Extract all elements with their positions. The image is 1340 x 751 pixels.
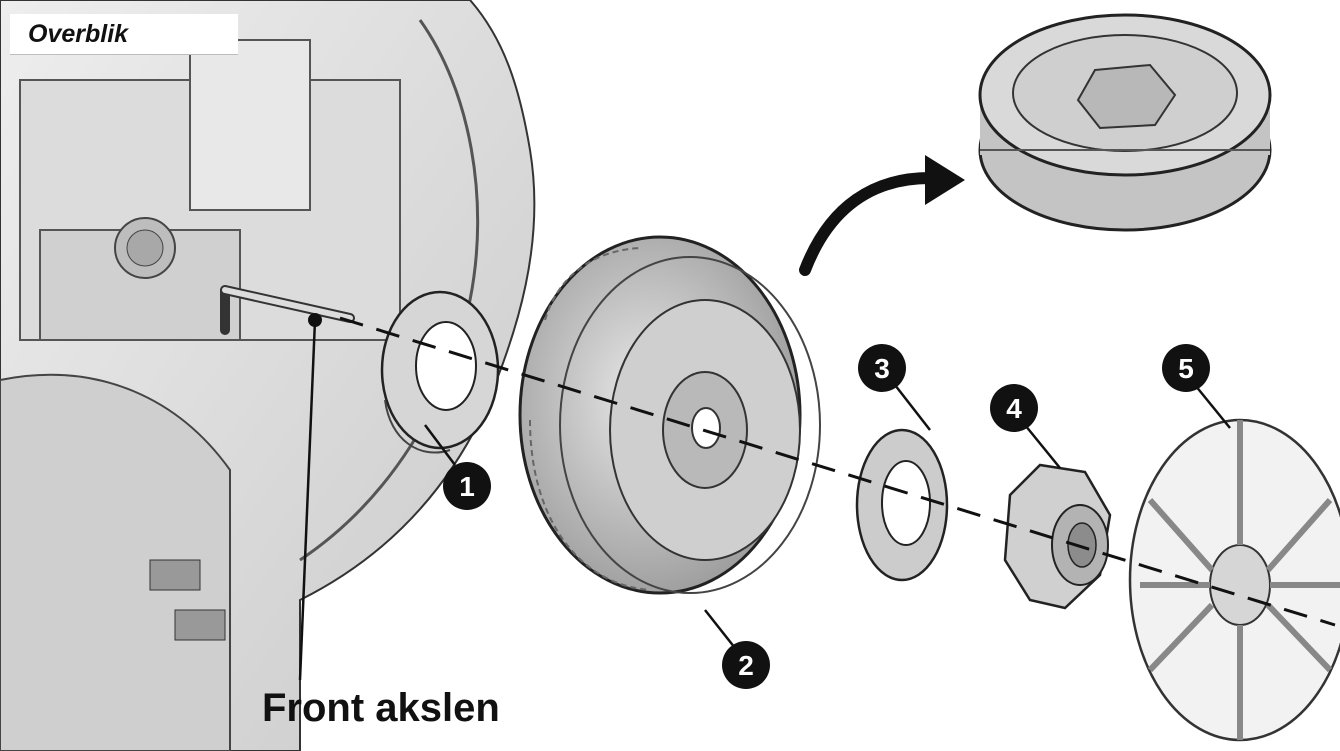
axle-marker-dot: [308, 313, 322, 327]
badge-3: 3: [858, 344, 906, 392]
part-5-hubcap: [1130, 420, 1340, 740]
badge-5-label: 5: [1178, 353, 1194, 384]
badge-4: 4: [990, 384, 1038, 432]
part-3-washer: [857, 430, 947, 580]
overview-label-box: Overblik: [10, 14, 238, 55]
badge-1: 1: [443, 462, 491, 510]
badge-2: 2: [722, 641, 770, 689]
badge-3-label: 3: [874, 353, 890, 384]
curved-arrow-icon: [805, 155, 965, 270]
overview-title: Overblik: [10, 20, 128, 49]
part-4-nut: [1005, 465, 1110, 608]
badge-1-label: 1: [459, 471, 475, 502]
badge-5: 5: [1162, 344, 1210, 392]
tire-face-view: [980, 15, 1270, 230]
badge-2-label: 2: [738, 650, 754, 681]
badge-4-label: 4: [1006, 393, 1022, 424]
front-axle-caption: Front akslen: [262, 688, 500, 728]
part-2-tire: [520, 237, 820, 593]
